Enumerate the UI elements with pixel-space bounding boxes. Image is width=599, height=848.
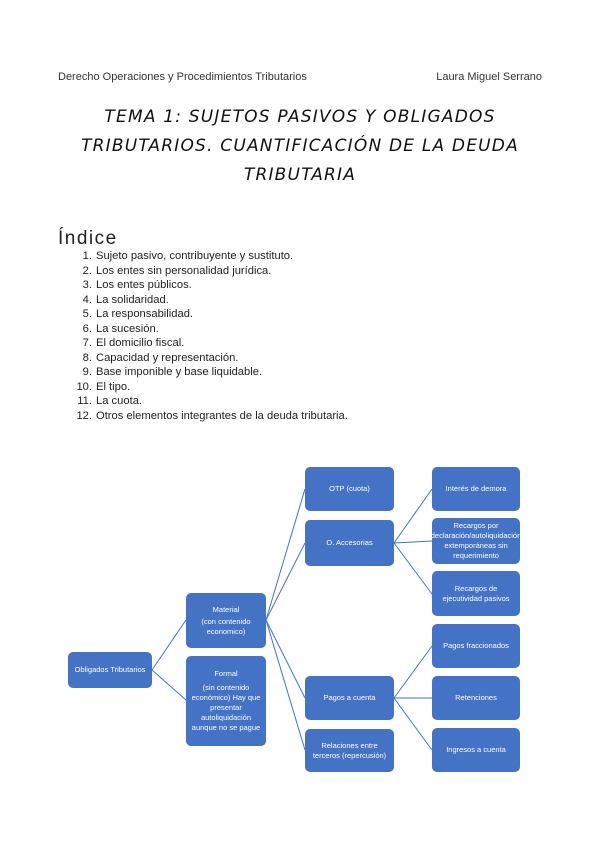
index-item: 9. Base imponible y base liquidable. (72, 365, 348, 380)
index-item-text: Los entes públicos. (96, 279, 192, 291)
index-item: 3. Los entes públicos. (72, 278, 348, 293)
material-label: Material (212, 604, 240, 614)
index-item-number: 9. (82, 366, 92, 378)
node-interes-demora: Interés de demora (432, 467, 520, 511)
index-item-number: 2. (82, 264, 92, 277)
index-item: 5. La responsabilidad. (72, 307, 348, 322)
connector (265, 488, 306, 621)
index-item-number: 10. (76, 380, 92, 393)
author-header: Laura Miguel Serrano (436, 71, 542, 83)
index-item-text: Sujeto pasivo, contribuyente y sustituto… (96, 250, 294, 262)
node-retenciones: Retenciones (432, 676, 520, 720)
course-header: Derecho Operaciones y Procedimientos Tri… (58, 71, 307, 83)
title-line-2: TRIBUTARIOS. CUANTIFICACIÓN DE LA DEUDA (81, 136, 519, 156)
index-item-text: Los entes sin personalidad jurídica. (96, 264, 272, 277)
node-relaciones-terceros: Relaciones entre terceros (repercusión) (305, 729, 394, 772)
connector (265, 619, 306, 751)
formal-sublabel: (sin contenido económico) Hay que presen… (191, 683, 261, 732)
index-item-text: La sucesión. (96, 322, 159, 335)
connector (265, 619, 306, 699)
connector (393, 488, 433, 544)
index-item-text: La responsabilidad. (96, 308, 194, 320)
connector (393, 697, 433, 751)
node-pagos-a-cuenta: Pagos a cuenta (305, 676, 394, 720)
connector (393, 542, 433, 595)
index-item-number: 7. (82, 337, 92, 349)
index-item-number: 1. (82, 250, 92, 262)
node-otp-cuota: OTP (cuota) (305, 467, 394, 511)
index-item: 8. Capacidad y representación. (72, 351, 348, 366)
index-item: 7. El domicilio fiscal. (72, 336, 348, 351)
node-recargos-ejecutividad: Recargos de ejecutividad pasivos (432, 571, 520, 616)
index-item-number: 8. (82, 351, 92, 364)
connector (393, 540, 433, 544)
node-pagos-fraccionados: Pagos fraccionados (432, 624, 520, 668)
index-item-text: El domicilio fiscal. (96, 337, 185, 349)
index-list: 1. Sujeto pasivo, contribuyente y sustitu… (72, 249, 348, 424)
formal-label: Formal (214, 669, 238, 678)
title-line-1: TEMA 1: SUJETOS PASIVOS Y OBLIGADOS (104, 107, 496, 127)
index-item-number: 6. (82, 322, 92, 335)
index-item: 1. Sujeto pasivo, contribuyente y sustitu… (72, 249, 348, 264)
index-item: 11. La cuota. (72, 394, 348, 409)
node-obligados-tributarios: Obligados Tributarios (68, 652, 152, 688)
index-item-text: La cuota. (96, 395, 143, 407)
index-item-text: El tipo. (96, 380, 131, 393)
index-item-number: 12. (76, 409, 92, 422)
index-item-text: La solidaridad. (96, 293, 169, 306)
material-sublabel: (con contenido economico) (201, 616, 251, 636)
title-line-3: TRIBUTARIA (243, 165, 357, 185)
index-item-text: Base imponible y base liquidable. (96, 366, 263, 378)
index-item-text: Capacidad y representación. (96, 351, 239, 364)
index-item-text: Otros elementos integrantes de la deuda … (96, 409, 348, 422)
index-item: 12. Otros elementos integrantes de la deu… (72, 409, 348, 424)
node-formal: Formal (sin contenido económico) Hay que… (186, 656, 266, 746)
index-item-number: 5. (82, 308, 92, 320)
node-material: Material (con contenido economico) (186, 593, 266, 648)
node-ingresos-a-cuenta: Ingresos a cuenta (432, 728, 520, 772)
connector (151, 669, 187, 701)
index-item: 4. La solidaridad. (72, 293, 348, 308)
document-title: TEMA 1: SUJETOS PASIVOS Y OBLIGADOS TRIB… (40, 103, 560, 190)
index-heading: Índice (58, 228, 118, 249)
index-item-number: 11. (77, 395, 92, 407)
connector (151, 619, 187, 671)
index-item-number: 4. (82, 293, 92, 306)
node-accesorias: O. Accesorias (305, 520, 394, 566)
index-item: 2. Los entes sin personalidad jurídica. (72, 264, 348, 279)
index-item: 10. El tipo. (72, 380, 348, 395)
connector (265, 542, 306, 621)
connector (393, 645, 433, 699)
index-item: 6. La sucesión. (72, 322, 348, 337)
node-recargos-declaracion: Recargos por declaración/autoliquidación… (431, 518, 521, 564)
index-item-number: 3. (82, 279, 92, 291)
